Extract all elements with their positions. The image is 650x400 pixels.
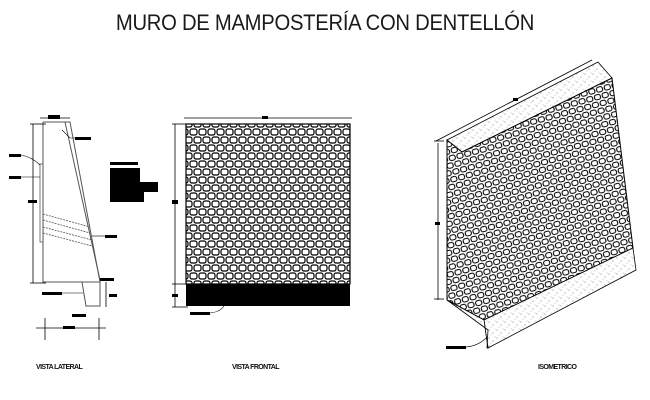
frontal-view: [172, 116, 352, 315]
isometric-view: [434, 59, 637, 349]
caption-isometric: ISOMETRICO: [538, 364, 577, 371]
legend-block: [110, 162, 158, 202]
lateral-view: [9, 115, 117, 340]
caption-lateral: VISTA LATERAL: [36, 364, 83, 371]
caption-frontal: VISTA FRONTAL: [232, 364, 280, 371]
drawing-title: MURO DE MAMPOSTERÍA CON DENTELLÓN: [115, 10, 535, 35]
